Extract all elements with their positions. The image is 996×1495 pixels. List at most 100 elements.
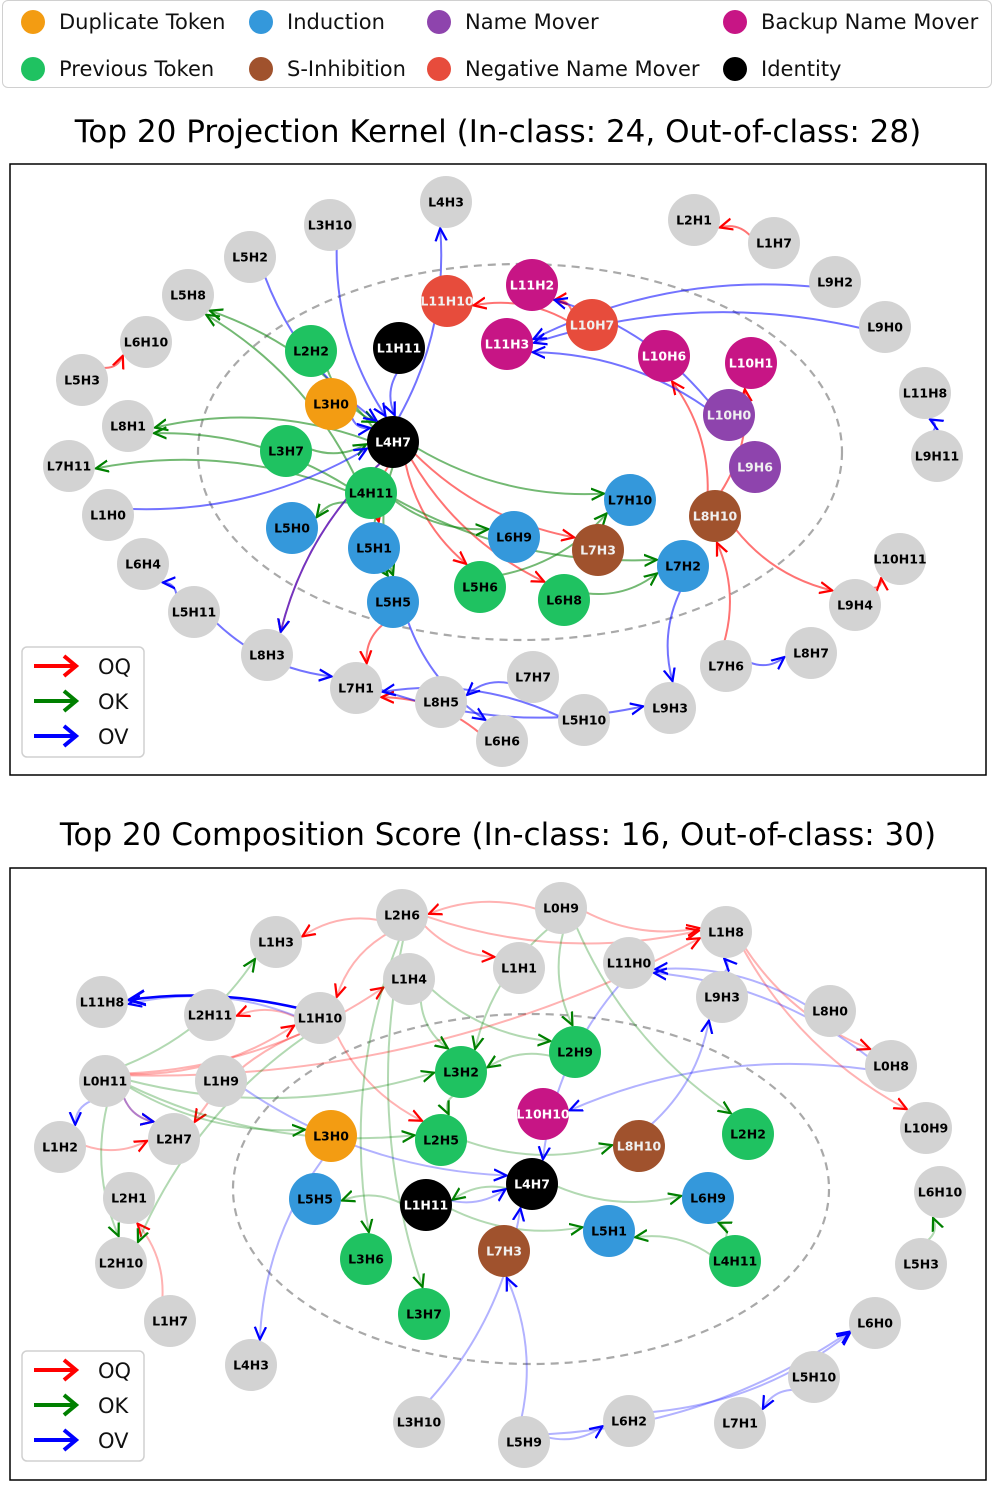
- graph-2-node-L9H3: L9H3: [696, 971, 748, 1023]
- graph-1-node-L9H3: L9H3: [644, 682, 696, 734]
- node-label: L7H11: [47, 459, 92, 474]
- node-circle: [120, 316, 172, 368]
- graph-2-node-L1H1: L1H1: [493, 942, 545, 994]
- node-circle: [911, 430, 963, 482]
- node-label: L10H11: [873, 552, 926, 567]
- graph-2-node-L6H9: L6H9: [682, 1172, 734, 1224]
- node-circle: [714, 1397, 766, 1449]
- legend-dot-identity: [723, 57, 747, 81]
- node-circle: [788, 1351, 840, 1403]
- node-label: L8H10: [617, 1139, 662, 1154]
- node-circle: [393, 1396, 445, 1448]
- graph-2-edge-L9H3-L1H8-ov: [724, 959, 728, 974]
- graph-2-edge-L6H2-L6H0-ov: [651, 1333, 850, 1414]
- node-label: L1H8: [708, 925, 744, 940]
- node-circle: [729, 441, 781, 493]
- graph-2-node-L5H5: L5H5: [289, 1173, 341, 1225]
- graph-1-node-L10H0: L10H0: [703, 389, 755, 441]
- graph-1-node-L9H0: L9H0: [859, 301, 911, 353]
- node-circle: [829, 579, 881, 631]
- node-circle: [603, 937, 655, 989]
- graph-1-node-L11H8: L11H8: [899, 367, 951, 419]
- node-label: L5H0: [274, 521, 310, 536]
- graph-2-node-L2H10: L2H10: [95, 1237, 147, 1289]
- graph-1-edge-L7H7-L8H5-ov: [467, 681, 511, 695]
- graph-1-node-L9H11: L9H11: [911, 430, 963, 482]
- legend-label: S-Inhibition: [287, 57, 406, 81]
- edge-legend-ov-label: OV: [98, 725, 129, 749]
- node-circle: [809, 256, 861, 308]
- node-circle: [400, 1179, 452, 1231]
- node-label: L1H9: [203, 1074, 239, 1089]
- graph-2-node-L2H9: L2H9: [549, 1026, 601, 1078]
- legend-label: Duplicate Token: [59, 10, 226, 34]
- graph-1-node-L7H2: L7H2: [657, 540, 709, 592]
- legend-dot-backup-name-mover: [723, 10, 747, 34]
- node-label: L7H1: [722, 1416, 758, 1431]
- graph-2-node-L3H2: L3H2: [435, 1046, 487, 1098]
- node-label: L1H3: [258, 935, 294, 950]
- graph-1-node-L7H1: L7H1: [330, 662, 382, 714]
- node-circle: [56, 354, 108, 406]
- node-circle: [285, 325, 337, 377]
- graph-1-edge-L5H3-L6H10-oq: [102, 356, 123, 368]
- node-circle: [367, 416, 419, 468]
- graph-1-node-L5H10: L5H10: [558, 694, 610, 746]
- graph-2-edge-L1H8-L0H8-oq: [743, 946, 870, 1049]
- graph-2-node-L11H0: L11H0: [603, 937, 655, 989]
- edge-legend-ov-arrow: [62, 1428, 80, 1452]
- node-label: L10H10: [516, 1107, 570, 1122]
- graph-2-node-L10H9: L10H9: [900, 1102, 952, 1154]
- legend-label: Previous Token: [59, 57, 215, 81]
- edge-legend-ov: OV: [34, 724, 129, 749]
- legend-label: Induction: [287, 10, 385, 34]
- node-circle: [345, 467, 397, 519]
- graph-1-edge-L4H7-L7H10-ok: [415, 446, 604, 494]
- graph-1-edge-L10H0-L11H3-ov: [533, 352, 707, 409]
- graph-1-node-L5H8: L5H8: [162, 269, 214, 321]
- node-circle: [383, 953, 435, 1005]
- graph-1-node-L6H4: L6H4: [117, 538, 169, 590]
- graph-2-edge-L0H11-L3H2-ok: [128, 1073, 434, 1100]
- node-label: L1H7: [756, 236, 792, 251]
- node-label: L3H0: [313, 1129, 349, 1144]
- edge-legend-oq-arrow: [62, 1358, 80, 1382]
- graph-2-node-L0H9: L0H9: [535, 882, 587, 934]
- graph-1-node-L5H1: L5H1: [348, 522, 400, 574]
- edge-legend-ok-arrow: [62, 689, 80, 713]
- node-circle: [865, 1040, 917, 1092]
- node-label: L5H1: [591, 1224, 627, 1239]
- graph-2-edge-L1H8-L10H9-oq: [742, 948, 907, 1109]
- graph-1-node-L8H3: L8H3: [241, 629, 293, 681]
- node-circle: [703, 389, 755, 441]
- graph-1-edge-L4H11-L5H8-ok: [206, 315, 356, 476]
- graph-1-node-L10H1: L10H1: [725, 337, 777, 389]
- node-circle: [613, 1120, 665, 1172]
- edge-legend-ok-label: OK: [98, 1394, 130, 1418]
- graph-2-edge-L1H11-L5H5-ok: [342, 1195, 403, 1205]
- edge-legend-ok-arrow: [62, 1393, 80, 1417]
- node-label: L7H6: [708, 659, 744, 674]
- node-label: L7H3: [580, 543, 616, 558]
- node-label: L2H5: [423, 1133, 459, 1148]
- node-circle: [162, 269, 214, 321]
- edge-legend-oq: OQ: [34, 654, 131, 679]
- node-label: L2H1: [111, 1191, 147, 1206]
- node-circle: [348, 522, 400, 574]
- node-circle: [722, 1108, 774, 1160]
- legend-dot-duplicate-token: [21, 10, 45, 34]
- node-circle: [225, 1339, 277, 1391]
- graph-1-edge-L5H6-L7H10-ok: [500, 514, 607, 576]
- graph-1-node-L9H2: L9H2: [809, 256, 861, 308]
- node-circle: [76, 976, 128, 1028]
- node-circle: [398, 1288, 450, 1340]
- graph-1-edge-L4H7-L7H3-oq: [413, 452, 574, 537]
- node-circle: [304, 199, 356, 251]
- graph-2-edge-L5H9-L6H2-ov: [547, 1426, 603, 1441]
- graph-2-edge-L2H9-L3H2-ok: [488, 1052, 552, 1068]
- node-circle: [43, 440, 95, 492]
- graph-1-edge-L4H11-L8H1-ok: [154, 433, 349, 488]
- node-label: L1H2: [42, 1140, 78, 1155]
- node-circle: [478, 1225, 530, 1277]
- graph-1-node-L10H7: L10H7: [566, 299, 618, 351]
